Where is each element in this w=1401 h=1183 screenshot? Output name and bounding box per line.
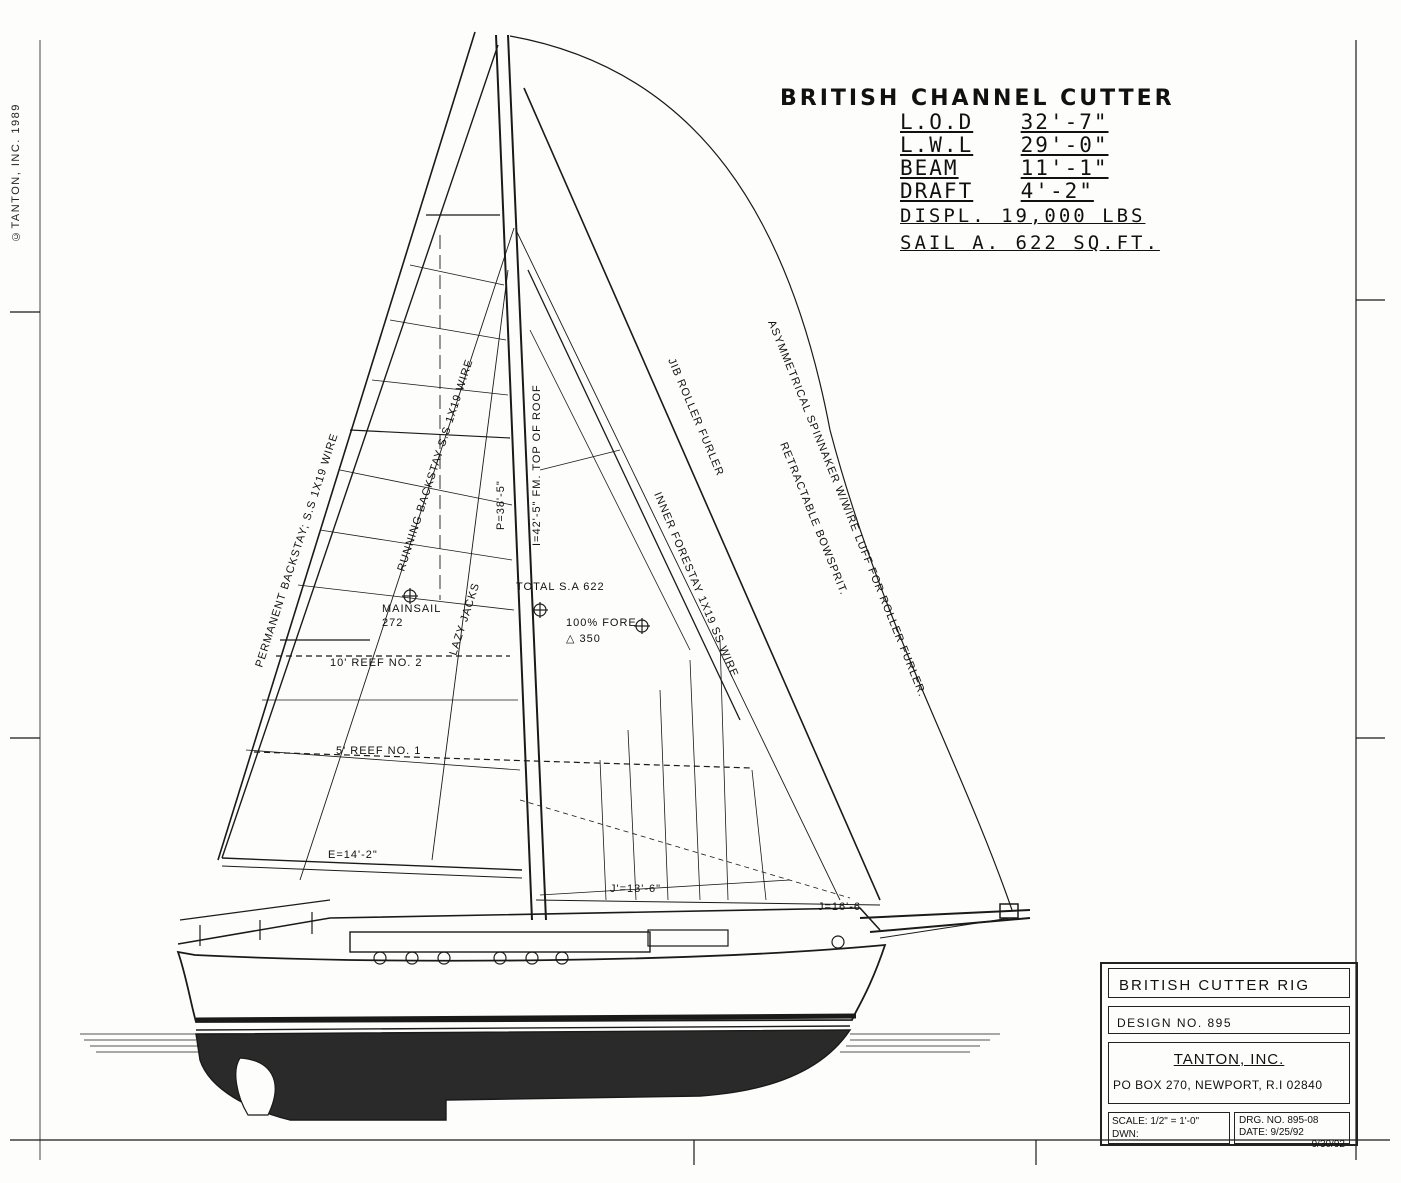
hull-underbody — [195, 1029, 852, 1121]
running-backstay — [299, 227, 515, 881]
boom — [221, 857, 523, 871]
staysail-foot — [539, 879, 791, 896]
running-backstay-label: RUNNING BACKSTAY S.S 1X19 WIRE — [395, 358, 475, 573]
jib-roller-label: JIB ROLLER FURLER — [665, 356, 726, 478]
jib-seam-1 — [529, 329, 691, 651]
jib-panel-3 — [627, 729, 637, 901]
fore-area-label: △ 350 — [566, 633, 601, 645]
boot-stripe — [195, 1013, 857, 1023]
spinnaker-label: ASYMMETRICAL SPINNAKER W/WIRE LUFF FOR R… — [765, 319, 928, 699]
title-block: BRITISH CUTTER RIG DESIGN NO. 895 TANTON… — [1100, 962, 1358, 1150]
jib-stay — [523, 87, 881, 901]
bowsprit-top — [859, 909, 1031, 919]
main-batten-2 — [349, 429, 511, 439]
boom-lower — [221, 865, 523, 879]
e-dimension-label: E=14'-2" — [328, 849, 378, 861]
hawse-pipe — [831, 935, 845, 949]
spinnaker-luff — [509, 35, 1013, 911]
jib-leech — [515, 229, 841, 901]
spec-row: DRAFT 4'-2" — [900, 180, 1220, 203]
main-seam-5 — [389, 319, 507, 341]
reef1-label: 5' REEF NO. 1 — [336, 745, 421, 757]
jib-panel-1 — [689, 659, 701, 901]
i-dimension-label: I=42'-5" FM. TOP OF ROOF — [531, 384, 543, 546]
mainsail-label: MAINSAIL — [382, 603, 441, 615]
bobstay — [879, 917, 1011, 939]
spec-value: 29'-0" — [1020, 133, 1109, 157]
spec-block: BRITISH CHANNEL CUTTER L.O.D 32'-7" L.W.… — [780, 86, 1220, 257]
waterline — [195, 1025, 851, 1031]
main-seam-2 — [319, 529, 513, 561]
spec-label: BEAM — [900, 156, 959, 180]
main-seam-8 — [245, 749, 521, 771]
lazy-jacks-label: LAZY JACKS — [447, 581, 482, 657]
copyright-text: ©TANTON, INC. 1989 — [10, 103, 22, 242]
spec-value: 4'-2" — [1020, 179, 1094, 203]
porthole-2 — [405, 951, 419, 965]
porthole-4 — [493, 951, 507, 965]
porthole-3 — [437, 951, 451, 965]
jib-foot — [535, 899, 881, 906]
title-block-drg: DRG. NO. 895-08 DATE: 9/25/92 9/30/92 — [1234, 1112, 1350, 1150]
porthole-5 — [525, 951, 539, 965]
drawing-date: DATE: 9/25/92 — [1239, 1127, 1304, 1138]
p-dimension-label: P=38'-5" — [495, 480, 507, 530]
drawing-title: BRITISH CHANNEL CUTTER — [780, 86, 1175, 111]
mainsail-leech — [221, 44, 499, 859]
mast-aft — [495, 34, 533, 921]
spec-row: L.W.L 29'-0" — [900, 134, 1220, 157]
rudder-propeller — [235, 1057, 276, 1116]
j-dimension-label: J=16'-6 — [818, 901, 861, 913]
drawing-number: DRG. NO. 895-08 — [1239, 1115, 1319, 1126]
lazy-jack-1 — [431, 269, 509, 861]
drawing-revision-date: 9/30/92 — [1311, 1139, 1345, 1150]
drawn-by-text: DWN: — [1112, 1129, 1139, 1140]
jib-panel-2 — [659, 689, 669, 901]
cabin-trunk — [349, 931, 651, 953]
j1-dimension-label: J'=13'-6" — [610, 883, 661, 895]
jib-seam-2 — [539, 449, 621, 471]
spec-label: L.W.L — [900, 133, 974, 157]
jib-panel-6 — [751, 769, 767, 901]
title-block-design: DESIGN NO. 895 — [1108, 1006, 1350, 1034]
bowsprit-bottom — [869, 917, 1031, 933]
reef2-label: 10' REEF NO. 2 — [330, 657, 423, 669]
spec-label: DRAFT — [900, 179, 974, 203]
spec-value: 32'-7" — [1020, 110, 1109, 134]
jib-clew-line — [519, 799, 851, 899]
main-seam-6 — [409, 264, 505, 286]
jib-panel-5 — [719, 639, 729, 901]
inner-forestay-label: INNER FORESTAY 1X19 SS WIRE — [651, 490, 740, 679]
porthole-6 — [555, 951, 569, 965]
sail-area: SAIL A. 622 SQ.FT. — [900, 232, 1160, 254]
title-block-name: BRITISH CUTTER RIG — [1108, 968, 1350, 998]
spec-row: L.O.D 32'-7" — [900, 111, 1220, 134]
displacement: DISPL. 19,000 LBS — [900, 205, 1146, 227]
total-sa-label: TOTAL S.A 622 — [516, 581, 605, 593]
forward-hatch — [647, 929, 729, 947]
mainsail-area-label: 272 — [382, 617, 403, 629]
firm-name: TANTON, INC. — [1173, 1051, 1285, 1068]
permanent-backstay — [217, 31, 476, 861]
permanent-backstay-label: PERMANENT BACKSTAY; S.S 1X19 WIRE — [253, 432, 340, 669]
fore-pct-label: 100% FORE — [566, 617, 637, 629]
title-block-firm: TANTON, INC. PO BOX 270, NEWPORT, R.I 02… — [1108, 1042, 1350, 1104]
lifeline — [179, 899, 331, 921]
title-block-scale: SCALE: 1/2" = 1'-0" DWN: — [1108, 1112, 1230, 1144]
porthole-1 — [373, 951, 387, 965]
hull-topsides — [176, 943, 887, 1023]
inner-forestay — [527, 269, 741, 721]
spec-row: BEAM 11'-1" — [900, 157, 1220, 180]
firm-address: PO BOX 270, NEWPORT, R.I 02840 — [1113, 1078, 1323, 1092]
deck-line — [177, 907, 881, 945]
mast-fwd — [507, 34, 547, 921]
jib-panel-4 — [599, 759, 607, 901]
main-seam-3 — [339, 469, 513, 506]
main-seam-1 — [297, 584, 515, 611]
spec-label: L.O.D — [900, 110, 974, 134]
spec-value: 11'-1" — [1020, 156, 1109, 180]
scale-text: SCALE: 1/2" = 1'-0" — [1112, 1116, 1200, 1127]
reef-line-1 — [253, 751, 753, 769]
